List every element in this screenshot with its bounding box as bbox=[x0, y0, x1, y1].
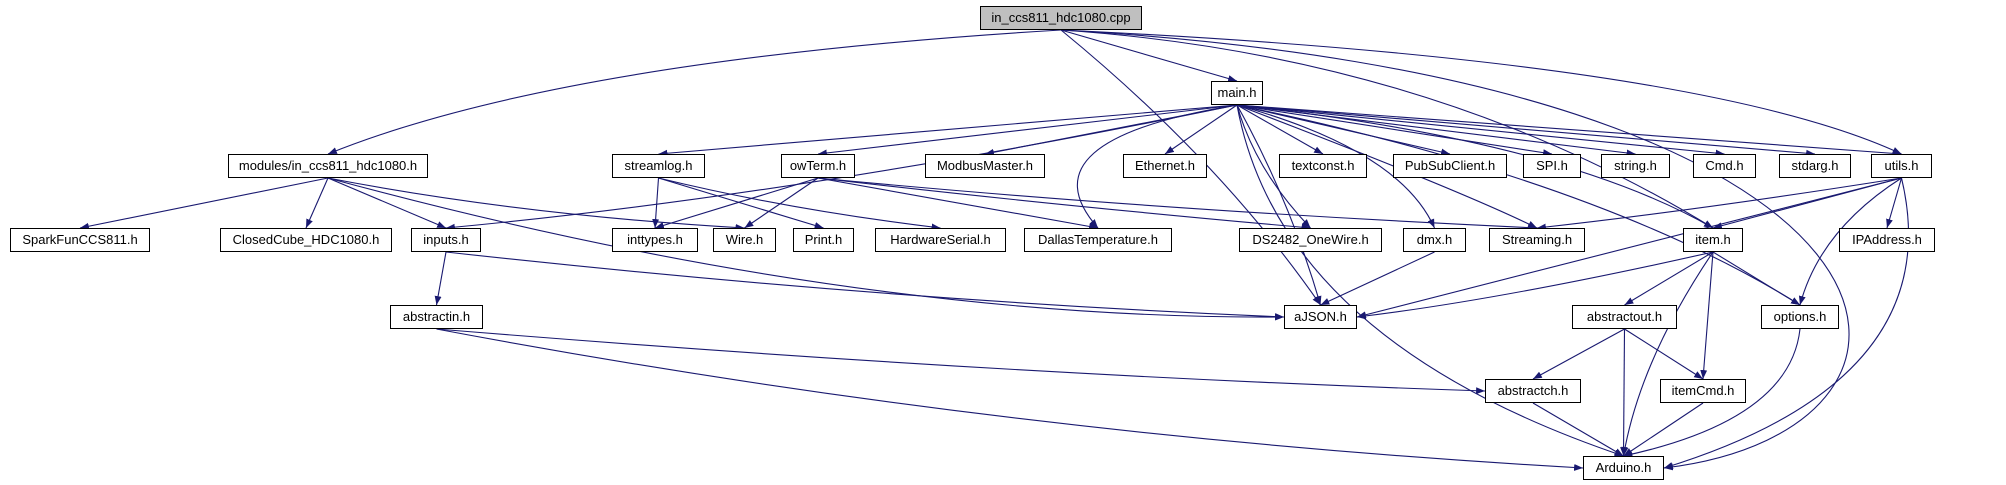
graph-node-spi[interactable]: SPI.h bbox=[1523, 154, 1581, 178]
graph-node-itemcmd[interactable]: itemCmd.h bbox=[1660, 379, 1746, 403]
graph-node-item[interactable]: item.h bbox=[1683, 228, 1743, 252]
edge-main-to-dmx bbox=[1236, 104, 1436, 229]
edge-main-to-utils bbox=[1236, 104, 1902, 157]
edge-main-to-ds2482 bbox=[1236, 104, 1311, 229]
graph-node-textconst[interactable]: textconst.h bbox=[1279, 154, 1367, 178]
graph-node-pubsub[interactable]: PubSubClient.h bbox=[1393, 154, 1507, 178]
edge-abstractch-to-arduino bbox=[1532, 402, 1624, 457]
graph-node-streamlog[interactable]: streamlog.h bbox=[612, 154, 705, 178]
graph-node-ds2482[interactable]: DS2482_OneWire.h bbox=[1239, 228, 1382, 252]
edge-modules-to-inputs bbox=[327, 177, 447, 229]
edge-modules-to-closedcube bbox=[305, 177, 329, 229]
graph-node-ethernet[interactable]: Ethernet.h bbox=[1123, 154, 1207, 178]
edge-abstractout-to-itemcmd bbox=[1624, 328, 1704, 380]
edge-utils-to-ipaddress bbox=[1886, 177, 1903, 229]
edge-main-to-item bbox=[1236, 104, 1714, 229]
graph-node-options[interactable]: options.h bbox=[1761, 305, 1839, 329]
graph-node-modbus[interactable]: ModbusMaster.h bbox=[925, 154, 1045, 178]
edge-modules-to-ajson bbox=[327, 177, 1285, 321]
edge-main-to-cmd bbox=[1236, 104, 1725, 157]
edge-modules-to-sparkfun bbox=[79, 177, 329, 230]
edge-utils-to-ajson bbox=[1356, 177, 1902, 319]
edge-streamlog-to-hwserial bbox=[658, 177, 941, 231]
graph-node-print[interactable]: Print.h bbox=[793, 228, 854, 252]
edge-owterm-to-inttypes bbox=[654, 177, 819, 229]
edge-main-to-streamlog bbox=[658, 104, 1238, 157]
edge-inputs-to-ajson bbox=[445, 251, 1285, 321]
graph-node-abstractin[interactable]: abstractin.h bbox=[390, 305, 483, 329]
edge-main-to-ethernet bbox=[1164, 104, 1238, 155]
edge-main-to-owterm bbox=[817, 104, 1238, 157]
edge-owterm-to-wire bbox=[744, 177, 819, 229]
edge-modules-to-wire bbox=[327, 177, 745, 231]
edge-abstractout-to-arduino bbox=[1620, 328, 1628, 457]
edge-main-to-spi bbox=[1236, 104, 1553, 157]
edge-cpp-to-utils bbox=[1060, 29, 1902, 155]
edge-owterm-to-dallas bbox=[817, 177, 1099, 230]
graph-node-hwserial[interactable]: HardwareSerial.h bbox=[875, 228, 1006, 252]
graph-node-main[interactable]: main.h bbox=[1211, 81, 1263, 105]
edge-item-to-itemcmd bbox=[1700, 251, 1714, 380]
graph-node-stdarg[interactable]: stdarg.h bbox=[1779, 154, 1851, 178]
edge-streamlog-to-inttypes bbox=[652, 177, 660, 229]
graph-node-wire[interactable]: Wire.h bbox=[713, 228, 776, 252]
edge-main-to-streaming bbox=[1236, 104, 1538, 229]
graph-node-cmd[interactable]: Cmd.h bbox=[1693, 154, 1756, 178]
graph-node-ipaddress[interactable]: IPAddress.h bbox=[1839, 228, 1935, 252]
edge-main-to-stdarg bbox=[1236, 104, 1816, 157]
edge-item-to-abstractout bbox=[1624, 251, 1714, 306]
edge-abstractin-to-abstractch bbox=[436, 328, 1486, 395]
graph-node-arduino[interactable]: Arduino.h bbox=[1583, 456, 1664, 480]
edge-itemcmd-to-arduino bbox=[1623, 402, 1704, 457]
graph-node-dallas[interactable]: DallasTemperature.h bbox=[1024, 228, 1172, 252]
graph-node-dmx[interactable]: dmx.h bbox=[1403, 228, 1466, 252]
graph-node-owterm[interactable]: owTerm.h bbox=[781, 154, 855, 178]
graph-node-ajson[interactable]: aJSON.h bbox=[1284, 305, 1357, 329]
graph-node-closedcube[interactable]: ClosedCube_HDC1080.h bbox=[220, 228, 392, 252]
graph-node-cpp[interactable]: in_ccs811_hdc1080.cpp bbox=[980, 6, 1142, 30]
graph-node-inputs[interactable]: inputs.h bbox=[411, 228, 481, 252]
edge-main-to-options bbox=[1236, 104, 1801, 306]
graph-node-string[interactable]: string.h bbox=[1601, 154, 1670, 178]
edge-options-to-arduino bbox=[1623, 328, 1801, 458]
edge-inputs-to-abstractin bbox=[434, 251, 447, 306]
edge-item-to-arduino bbox=[1621, 251, 1714, 457]
graph-node-abstractout[interactable]: abstractout.h bbox=[1572, 305, 1677, 329]
edge-cpp-to-main bbox=[1060, 29, 1238, 82]
graph-node-sparkfun[interactable]: SparkFunCCS811.h bbox=[10, 228, 150, 252]
edge-item-to-ajson bbox=[1356, 251, 1714, 320]
edge-main-to-textconst bbox=[1236, 104, 1324, 155]
edge-main-to-inputs bbox=[445, 104, 1238, 231]
edge-main-to-ajson bbox=[1236, 104, 1322, 306]
edge-cpp-to-modules bbox=[327, 29, 1062, 155]
edge-owterm-to-streaming bbox=[817, 177, 1538, 232]
edge-streamlog-to-print bbox=[658, 177, 824, 229]
graph-node-streaming[interactable]: Streaming.h bbox=[1489, 228, 1585, 252]
edge-owterm-to-ds2482 bbox=[817, 177, 1311, 231]
edge-cpp-to-arduino bbox=[1060, 29, 1850, 471]
edge-utils-to-streaming bbox=[1536, 177, 1902, 231]
graph-node-utils[interactable]: utils.h bbox=[1871, 154, 1932, 178]
edge-abstractin-to-arduino bbox=[436, 328, 1584, 471]
graph-node-inttypes[interactable]: inttypes.h bbox=[612, 228, 698, 252]
edge-utils-to-options bbox=[1798, 177, 1902, 306]
edge-cpp-to-item bbox=[1060, 29, 1714, 229]
graph-node-modules[interactable]: modules/in_ccs811_hdc1080.h bbox=[228, 154, 428, 178]
edge-abstractout-to-abstractch bbox=[1532, 328, 1625, 380]
edge-dmx-to-ajson bbox=[1320, 251, 1435, 306]
graph-node-abstractch[interactable]: abstractch.h bbox=[1485, 379, 1581, 403]
edge-item-to-options bbox=[1712, 251, 1801, 306]
